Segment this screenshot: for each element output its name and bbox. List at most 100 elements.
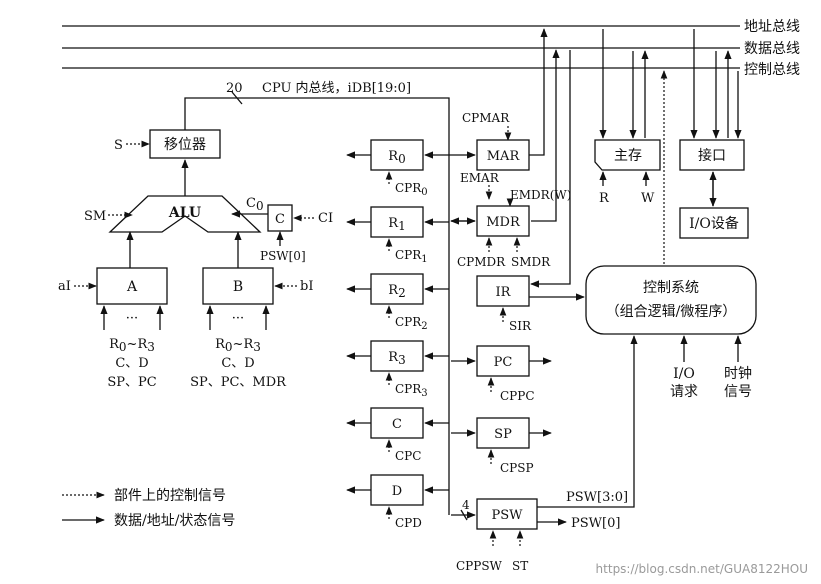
register-box: [370, 273, 424, 305]
register-control-label: CPR2: [395, 315, 428, 332]
register-a-dots: ···: [126, 311, 138, 326]
main-memory-unit: 主存 R W: [594, 29, 661, 206]
psw-out-low-label: PSW[0]: [571, 516, 620, 531]
mar-box: [476, 139, 530, 171]
io-request-label-2: 请求: [670, 384, 698, 400]
psw-width-label: 4: [462, 498, 470, 512]
watermark-text: https://blog.csdn.net/GUA8122HOU: [596, 562, 808, 576]
alu-unit: ALU SM C0 C CI PSW[0]: [84, 195, 333, 263]
register-b-label: B: [233, 279, 243, 295]
legend: 部件上的控制信号 数据/地址/状态信号: [62, 488, 235, 529]
memory-read-label: R: [599, 191, 610, 206]
control-bus-label: 控制总线: [744, 62, 800, 78]
data-bus-label: 数据总线: [744, 41, 800, 57]
register-label: R0: [388, 149, 405, 166]
register-b-src-line3: SP、PC、MDR: [190, 375, 287, 390]
register-label: R1: [388, 216, 405, 233]
sp-unit: SP CPSP: [451, 417, 552, 475]
ir-s-label: SIR: [509, 319, 532, 333]
pc-cp-label: CPPC: [500, 389, 535, 403]
mdr-label: MDR: [486, 215, 521, 230]
internal-bus-label: CPU 内总线，iDB[19:0]: [262, 80, 411, 96]
io-device-box: [679, 207, 749, 239]
psw-width-slash: [460, 509, 468, 521]
mdr-box: [476, 205, 530, 237]
io-request-label-1: I/O: [673, 366, 695, 382]
ir-label: IR: [496, 285, 512, 300]
control-unit: 控制系统 （组合逻辑/微程序） I/O 请求 时钟 信号: [585, 70, 757, 400]
control-unit-subtitle: （组合逻辑/微程序）: [606, 304, 737, 320]
psw-st-label: ST: [512, 559, 528, 573]
alu-shape: [108, 195, 262, 233]
memory-write-label: W: [641, 191, 655, 206]
legend-solid-label: 数据/地址/状态信号: [114, 513, 235, 529]
register-row: D CPD: [346, 474, 449, 530]
psw0-label: PSW[0]: [260, 249, 306, 263]
register-label: R3: [388, 350, 405, 367]
interface-unit: 接口 I/O设备: [679, 29, 749, 239]
ir-unit: IR SIR: [476, 50, 585, 333]
control-unit-box: [585, 265, 757, 335]
register-label: R2: [388, 283, 405, 300]
register-control-label: CPR1: [395, 248, 428, 265]
data-bus-to-ir-arrow: [530, 50, 571, 288]
register-a-unit: A aI ··· R0~R3 C、D SP、PC: [58, 267, 168, 390]
address-bus-label: 地址总线: [744, 19, 800, 35]
psw-unit: PSW 4 PSW[3:0] PSW[0] CPPSW ST: [451, 335, 638, 573]
register-a-label: A: [126, 279, 138, 295]
io-device-label: I/O设备: [689, 215, 739, 232]
mdr-s-label: SMDR: [511, 255, 551, 269]
cpu-internal-bus: 20 CPU 内总线，iDB[19:0]: [184, 80, 450, 515]
mdr-to-data-bus-arrow: [531, 49, 560, 222]
register-b-src-line2: C、D: [221, 356, 254, 371]
psw-box: [476, 498, 538, 530]
mar-label: MAR: [487, 149, 521, 164]
mar-unit: CPMAR MAR EMAR: [449, 28, 548, 200]
shifter-input-label: S: [114, 138, 123, 153]
pc-box: [476, 345, 530, 377]
register-a-box: [96, 267, 168, 305]
register-a-src-line2: C、D: [115, 356, 148, 371]
register-b-src-line1: R0~R3: [215, 337, 261, 354]
main-memory-box: [594, 139, 661, 171]
system-buses: 地址总线 数据总线 控制总线: [62, 19, 800, 78]
mar-e-label: EMAR: [460, 171, 500, 185]
bus-width-slash: [231, 91, 243, 105]
register-a-src-line3: SP、PC: [107, 375, 156, 390]
alu-sm-label: SM: [84, 209, 106, 224]
pc-unit: PC CPPC: [451, 345, 552, 403]
internal-bus-line: [184, 97, 450, 515]
psw-out-high-label: PSW[3:0]: [566, 490, 628, 505]
register-a-control-label: aI: [58, 279, 71, 294]
legend-dashed-label: 部件上的控制信号: [114, 488, 226, 504]
shifter-box: [149, 129, 221, 159]
mdr-e-label: EMDR(W): [510, 188, 571, 202]
mdr-unit: EMDR(W) MDR CPMDR SMDR: [450, 49, 571, 269]
register-row: C CPC: [346, 407, 449, 463]
register-control-label: CPD: [395, 516, 422, 530]
alu-label: ALU: [168, 205, 201, 221]
carry-reg-box: [267, 204, 293, 232]
main-memory-label: 主存: [614, 148, 642, 164]
register-a-src-line1: R0~R3: [109, 337, 155, 354]
register-control-label: CPC: [395, 449, 421, 463]
psw-label: PSW: [491, 508, 523, 523]
register-label: C: [392, 417, 402, 432]
psw-cp-label: CPPSW: [456, 559, 503, 573]
mar-cp-label: CPMAR: [462, 111, 510, 125]
sp-label: SP: [494, 427, 512, 442]
register-box: [370, 474, 424, 506]
internal-bus-width: 20: [226, 81, 243, 96]
register-label: D: [392, 484, 402, 499]
shifter-unit: 移位器 S: [114, 129, 221, 159]
carry-reg-label: C: [275, 212, 285, 227]
alu-c0-label: C0: [246, 196, 264, 213]
register-b-unit: B bI ··· R0~R3 C、D SP、PC、MDR: [190, 267, 313, 390]
shifter-label: 移位器: [164, 137, 206, 153]
